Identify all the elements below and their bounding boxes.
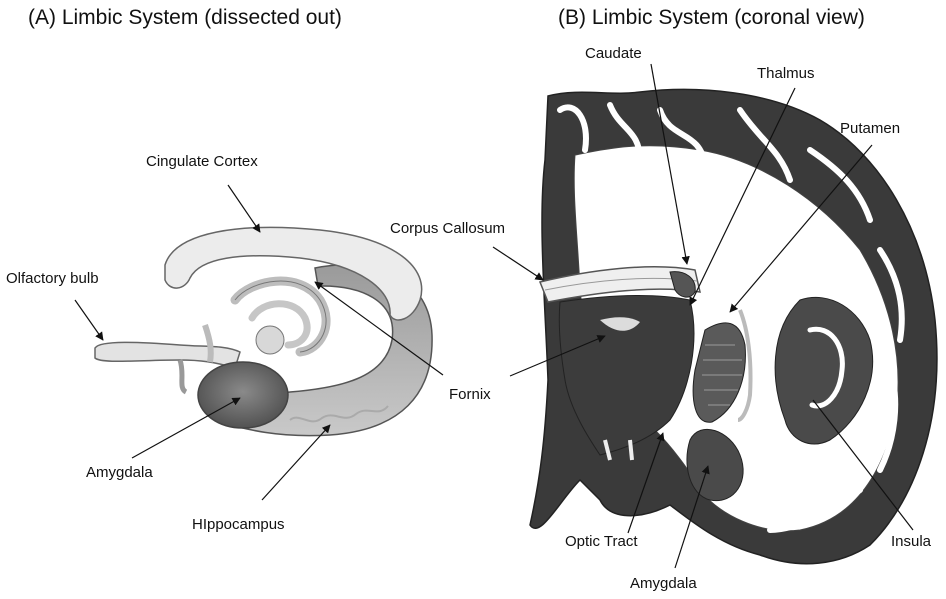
label-cingulate-cortex: Cingulate Cortex (146, 153, 258, 170)
label-insula: Insula (891, 533, 931, 550)
label-amygdala-b: Amygdala (630, 575, 697, 592)
label-amygdala-a: Amygdala (86, 464, 153, 481)
amygdala-shape (198, 362, 288, 428)
coronal-section-illustration (530, 89, 937, 563)
label-hippocampus: HIppocampus (192, 516, 285, 533)
limbic-system-illustration (95, 227, 432, 435)
label-optic-tract: Optic Tract (565, 533, 638, 550)
olfactory-bulb-shape (95, 342, 240, 368)
label-putamen: Putamen (840, 120, 900, 137)
label-olfactory-bulb: Olfactory bulb (6, 270, 99, 287)
label-fornix: Fornix (449, 386, 491, 403)
label-caudate: Caudate (585, 45, 642, 62)
label-thalmus: Thalmus (757, 65, 815, 82)
label-corpus-callosum: Corpus Callosum (390, 220, 505, 237)
